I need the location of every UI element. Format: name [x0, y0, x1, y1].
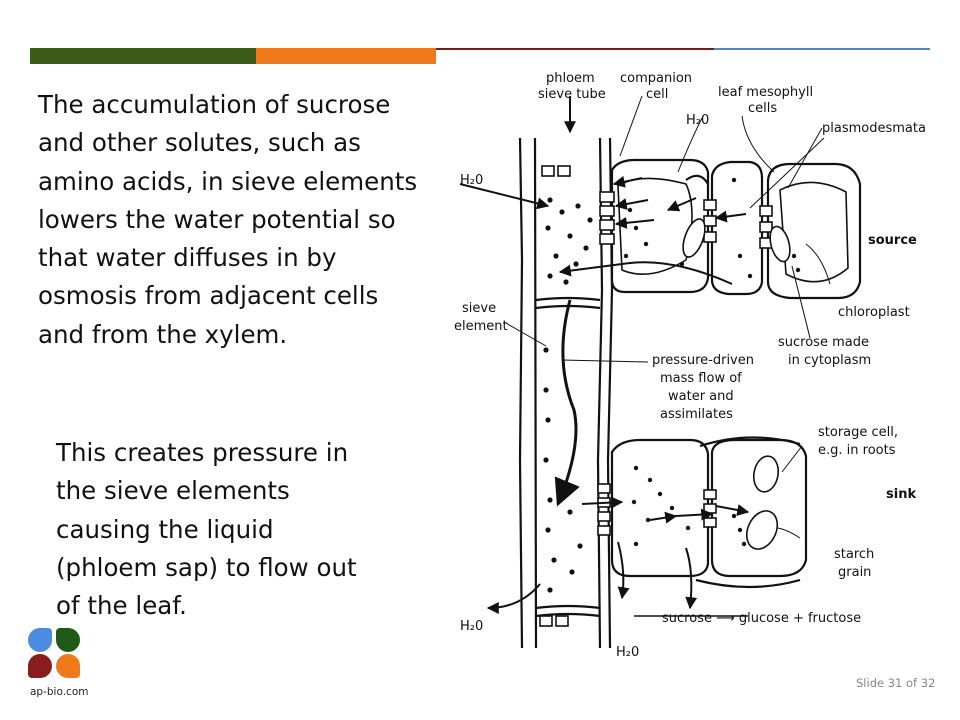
- paragraph-water-potential: The accumulation of sucrose and other so…: [38, 90, 418, 349]
- label-source: source: [868, 233, 917, 248]
- logo-petal-green: [56, 628, 80, 652]
- label-h2o-left: H₂0: [460, 173, 483, 188]
- organelles: [682, 218, 791, 550]
- leader-lines: [503, 95, 831, 539]
- paragraph-pressure-flow: This creates pressure in the sieve eleme…: [56, 438, 357, 621]
- label-sucrose-equation: sucrose ⟶ glucose + fructose: [662, 611, 861, 626]
- label-h2o-companion: H₂0: [686, 113, 709, 128]
- slide-number: Slide 31 of 32: [856, 676, 936, 690]
- label-mass-flow-of: mass flow of: [660, 371, 742, 386]
- arrows: [459, 96, 750, 614]
- header-band-orange: [256, 48, 436, 64]
- logo-petal-orange: [56, 654, 80, 678]
- label-phloem: phloem: [546, 71, 595, 86]
- label-companion: companion: [620, 71, 692, 86]
- label-mesophyll-cells: cells: [748, 101, 777, 116]
- label-in-cytoplasm: in cytoplasm: [788, 353, 871, 368]
- label-storage-cell: storage cell,: [818, 425, 898, 440]
- label-water-and: water and: [668, 389, 734, 404]
- logo-petal-blue: [28, 628, 52, 652]
- label-sieve-tube: sieve tube: [538, 87, 606, 102]
- label-h2o-bottom: H₂0: [616, 645, 639, 660]
- label-element: element: [454, 319, 508, 334]
- plasmodesmata-ladders: [539, 165, 773, 627]
- header-band-maroon: [436, 48, 714, 50]
- label-sucrose-made: sucrose made: [778, 335, 869, 350]
- label-cell: cell: [646, 87, 668, 102]
- phloem-transport-diagram: phloem sieve tube companion cell leaf me…: [454, 71, 926, 660]
- label-chloroplast: chloroplast: [838, 305, 910, 320]
- footer-site-name: ap-bio.com: [30, 686, 89, 698]
- logo-petal-red: [28, 654, 52, 678]
- ap-bio-logo: [28, 628, 84, 680]
- header-band-green: [30, 48, 256, 64]
- mass-flow-arrow: [554, 299, 580, 507]
- label-plasmodesmata: plasmodesmata: [822, 121, 926, 136]
- label-sink: sink: [886, 487, 916, 502]
- label-grain: grain: [838, 565, 871, 580]
- label-pressure-driven: pressure-driven: [652, 353, 754, 368]
- solute-dots: [543, 177, 801, 593]
- label-h2o-bottom-left: H₂0: [460, 619, 483, 634]
- label-leaf-mesophyll: leaf mesophyll: [718, 85, 813, 100]
- label-in-roots: e.g. in roots: [818, 443, 896, 458]
- label-assimilates: assimilates: [660, 407, 733, 422]
- header-band-blue: [714, 48, 930, 50]
- label-starch: starch: [834, 547, 874, 562]
- label-sieve: sieve: [462, 301, 496, 316]
